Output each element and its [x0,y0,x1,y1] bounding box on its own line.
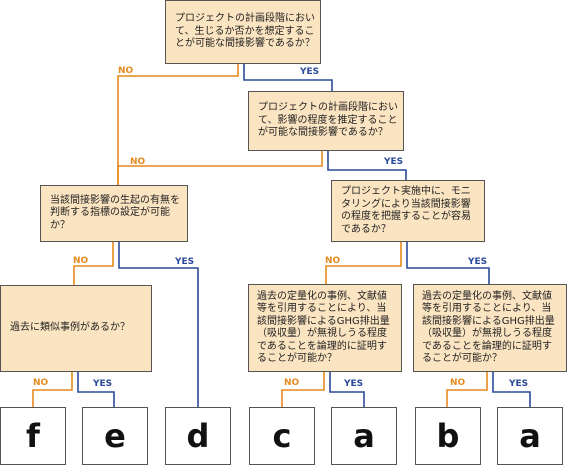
label-yes: YES [384,157,404,167]
outcome-box-d: d [165,407,231,465]
outcome-box-a-right: a [497,407,563,465]
q7-yes-connector [492,372,531,407]
label-no: NO [450,378,466,388]
label-yes: YES [344,379,364,389]
q1-no-connector [117,64,239,185]
question-text: プロジェクトの計画段階において、影響の程度を推定することが可能な間接影響であるか… [258,102,398,139]
q3-yes-connector [118,242,199,407]
question-text: プロジェクトの計画段階において、生じるか否かを想定することが可能な間接影響である… [175,13,315,50]
q4-yes-connector [406,242,490,284]
label-no: NO [325,256,341,266]
outcome-box-c: c [249,407,315,465]
label-no: NO [284,378,300,388]
label-no: NO [130,157,146,167]
label-no: NO [33,378,49,388]
q5-no-connector [32,372,73,407]
q7-no-connector [446,372,488,407]
label-yes: YES [509,379,529,389]
q6-yes-connector [329,372,365,407]
question-box-negligible-proof-right: 過去の定量化の事例、文献値等を引用することにより、当該間接影響によるGHG排出量… [413,284,567,372]
q4-no-connector [325,242,402,284]
question-text: 過去に類似事例があるか？ [10,322,130,334]
q2-no-connector [117,151,323,185]
question-box-similar-cases: 過去に類似事例があるか？ [0,285,152,372]
label-yes: YES [93,379,113,389]
question-text: 当該間接影響の生起の有無を判断する指標の設定が可能か？ [50,194,180,231]
q3-no-connector [73,242,114,285]
label-yes: YES [468,257,488,267]
outcome-box-f: f [0,407,66,465]
question-box-negligible-proof-left: 過去の定量化の事例、文献値等を引用することにより、当該間接影響によるGHG排出量… [248,284,402,372]
q2-yes-connector [327,151,407,180]
q1-yes-connector [243,64,333,91]
outcome-box-a-left: a [331,407,397,465]
label-no: NO [73,256,89,266]
q5-yes-connector [77,372,115,407]
question-box-monitoring: プロジェクト実施中に、モニタリングにより当該間接影響の程度を把握することが容易で… [331,180,485,242]
label-yes: YES [175,257,195,267]
question-text: 過去の定量化の事例、文献値等を引用することにより、当該間接影響によるGHG排出量… [257,290,390,365]
question-box-indicator: 当該間接影響の生起の有無を判断する指標の設定が可能か？ [40,185,188,242]
question-text: プロジェクト実施中に、モニタリングにより当該間接影響の程度を把握することが容易で… [341,186,471,235]
outcome-box-e: e [82,407,148,465]
label-no: NO [118,66,134,76]
label-yes: YES [300,67,320,77]
question-box-planning-occurrence: プロジェクトの計画段階において、生じるか否かを想定することが可能な間接影響である… [165,0,321,64]
question-box-planning-degree: プロジェクトの計画段階において、影響の程度を推定することが可能な間接影響であるか… [248,91,404,151]
question-text: 過去の定量化の事例、文献値等を引用することにより、当該間接影響によるGHG排出量… [422,290,555,365]
outcome-box-b: b [415,407,481,465]
q6-no-connector [281,372,325,407]
